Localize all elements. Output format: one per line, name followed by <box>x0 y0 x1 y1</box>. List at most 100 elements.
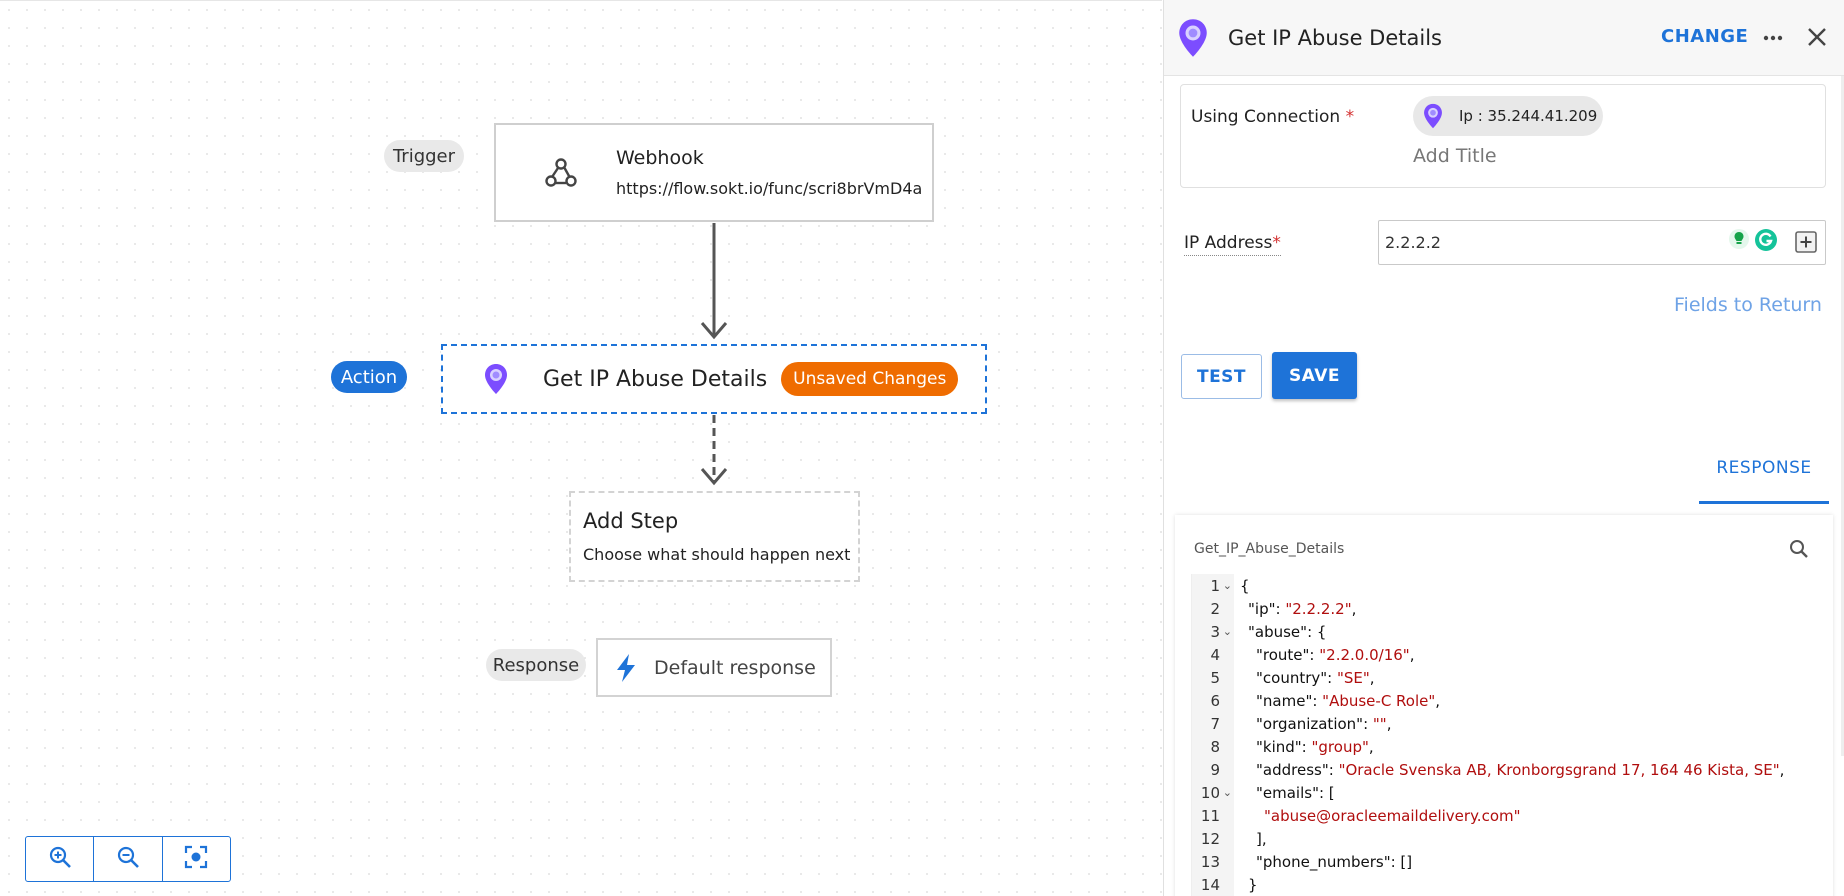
change-button[interactable]: CHANGE <box>1661 26 1749 47</box>
json-punct: "route": <box>1256 645 1320 664</box>
webhook-url: https://flow.sokt.io/func/scri8brVmD4a <box>616 179 923 198</box>
fields-to-return-link[interactable]: Fields to Return <box>1674 294 1822 316</box>
code-line: 4"route": "2.2.0.0/16", <box>1192 643 1831 666</box>
close-icon[interactable] <box>1804 24 1830 50</box>
json-code-block[interactable]: 1⌄{2"ip": "2.2.2.2",3⌄"abuse": {4"route"… <box>1191 574 1831 896</box>
line-number: 6 <box>1192 689 1234 712</box>
ip-address-label-text: IP Address <box>1184 233 1273 253</box>
json-punct: "kind": <box>1256 737 1312 756</box>
zoom-out-icon <box>116 845 140 873</box>
fold-chevron-icon[interactable]: ⌄ <box>1222 579 1232 592</box>
using-connection-text: Using Connection <box>1191 107 1341 127</box>
fit-screen-button[interactable] <box>163 837 230 881</box>
zoom-out-button[interactable] <box>94 837 163 881</box>
add-step-subtitle: Choose what should happen next <box>583 545 851 564</box>
json-punct: , <box>1409 645 1415 664</box>
action-label: Action <box>331 361 407 393</box>
line-number: 8 <box>1192 735 1234 758</box>
json-punct: "emails": [ <box>1256 783 1335 802</box>
json-punct: "address": <box>1256 760 1339 779</box>
code-line: 5"country": "SE", <box>1192 666 1831 689</box>
code-text: "address": "Oracle Svenska AB, Kronborgs… <box>1234 761 1784 779</box>
json-punct: , <box>1386 714 1392 733</box>
code-text: "kind": "group", <box>1234 738 1374 756</box>
search-icon[interactable] <box>1789 539 1811 561</box>
json-string: "Oracle Svenska AB, Kronborgsgrand 17, 1… <box>1338 760 1780 779</box>
code-line: 1⌄{ <box>1192 574 1831 597</box>
code-line: 3⌄ "abuse": { <box>1192 620 1831 643</box>
json-punct: "ip": <box>1248 599 1286 618</box>
lightning-bolt-icon <box>614 653 640 683</box>
json-string: "" <box>1372 714 1387 733</box>
code-line: 7"organization": "", <box>1192 712 1831 735</box>
code-text: ], <box>1234 830 1267 848</box>
location-pin-icon <box>1178 18 1208 57</box>
panel-scrollbar[interactable] <box>1841 76 1844 756</box>
using-connection-label: Using Connection * <box>1191 107 1354 127</box>
add-variable-icon[interactable] <box>1794 230 1818 254</box>
code-text: "organization": "", <box>1234 715 1391 733</box>
code-line: 9"address": "Oracle Svenska AB, Kronborg… <box>1192 758 1831 781</box>
line-number: 11 <box>1192 804 1234 827</box>
save-button[interactable]: SAVE <box>1272 352 1357 399</box>
tab-response[interactable]: RESPONSE <box>1699 458 1829 504</box>
flow-connectors <box>700 223 728 486</box>
webhook-title: Webhook <box>616 147 704 169</box>
line-number: 2 <box>1192 597 1234 620</box>
code-text: "abuse": { <box>1234 623 1326 641</box>
code-line: 13 "phone_numbers": [] <box>1192 850 1831 873</box>
line-number: 13 <box>1192 850 1234 873</box>
connection-chip[interactable]: Ip : 35.244.41.209 <box>1413 96 1603 136</box>
json-punct: "name": <box>1256 691 1323 710</box>
zoom-in-button[interactable] <box>26 837 95 881</box>
json-punct: ], <box>1256 829 1267 848</box>
line-number: 3⌄ <box>1192 620 1234 643</box>
add-step-node[interactable]: Add Step Choose what should happen next <box>569 491 860 582</box>
fold-chevron-icon[interactable]: ⌄ <box>1222 625 1232 638</box>
line-number: 5 <box>1192 666 1234 689</box>
test-button[interactable]: TEST <box>1181 354 1262 399</box>
default-response-label: Default response <box>654 656 816 679</box>
panel-title: Get IP Abuse Details <box>1228 25 1442 50</box>
lightbulb-icon[interactable] <box>1728 228 1750 250</box>
json-punct: "phone_numbers": [] <box>1256 852 1413 871</box>
line-number: 1⌄ <box>1192 574 1234 597</box>
code-line: 14} <box>1192 873 1831 896</box>
add-title-link[interactable]: Add Title <box>1413 145 1497 167</box>
required-mark: * <box>1345 107 1355 127</box>
code-line: 2"ip": "2.2.2.2", <box>1192 597 1831 620</box>
line-number: 12 <box>1192 827 1234 850</box>
json-string: "group" <box>1311 737 1369 756</box>
connection-section: Using Connection * Ip : 35.244.41.209 Ad… <box>1180 84 1826 188</box>
action-title: Get IP Abuse Details <box>543 366 768 392</box>
action-node[interactable]: Get IP Abuse Details Unsaved Changes <box>441 344 987 414</box>
json-punct: , <box>1369 668 1375 687</box>
line-number: 4 <box>1192 643 1234 666</box>
json-punct: , <box>1351 599 1357 618</box>
webhook-icon <box>536 148 586 198</box>
panel-header: Get IP Abuse Details CHANGE <box>1164 0 1844 76</box>
json-punct: "abuse": { <box>1248 622 1327 641</box>
location-pin-icon <box>1423 103 1445 129</box>
trigger-label: Trigger <box>384 140 464 172</box>
flow-canvas[interactable]: Trigger Webhook https://flow.sokt.io/fun… <box>0 0 1162 896</box>
webhook-node[interactable]: Webhook https://flow.sokt.io/func/scri8b… <box>494 123 934 222</box>
code-text: "route": "2.2.0.0/16", <box>1234 646 1414 664</box>
location-pin-icon <box>481 361 511 397</box>
json-punct: } <box>1248 875 1258 894</box>
ip-address-input[interactable] <box>1378 220 1826 265</box>
line-number: 10⌄ <box>1192 781 1234 804</box>
zoom-in-icon <box>48 845 72 873</box>
default-response-node[interactable]: Default response <box>596 638 832 697</box>
more-horizontal-icon[interactable] <box>1761 26 1785 50</box>
json-punct: "organization": <box>1256 714 1373 733</box>
code-text: "emails": [ <box>1234 784 1335 802</box>
json-punct: "country": <box>1256 668 1337 687</box>
step-config-panel: Get IP Abuse Details CHANGE Using Connec… <box>1163 0 1844 896</box>
zoom-controls <box>25 836 231 882</box>
line-number: 14 <box>1192 873 1234 896</box>
add-step-title: Add Step <box>583 509 679 533</box>
grammarly-icon[interactable] <box>1754 228 1778 252</box>
fold-chevron-icon[interactable]: ⌄ <box>1222 786 1232 799</box>
line-number: 7 <box>1192 712 1234 735</box>
